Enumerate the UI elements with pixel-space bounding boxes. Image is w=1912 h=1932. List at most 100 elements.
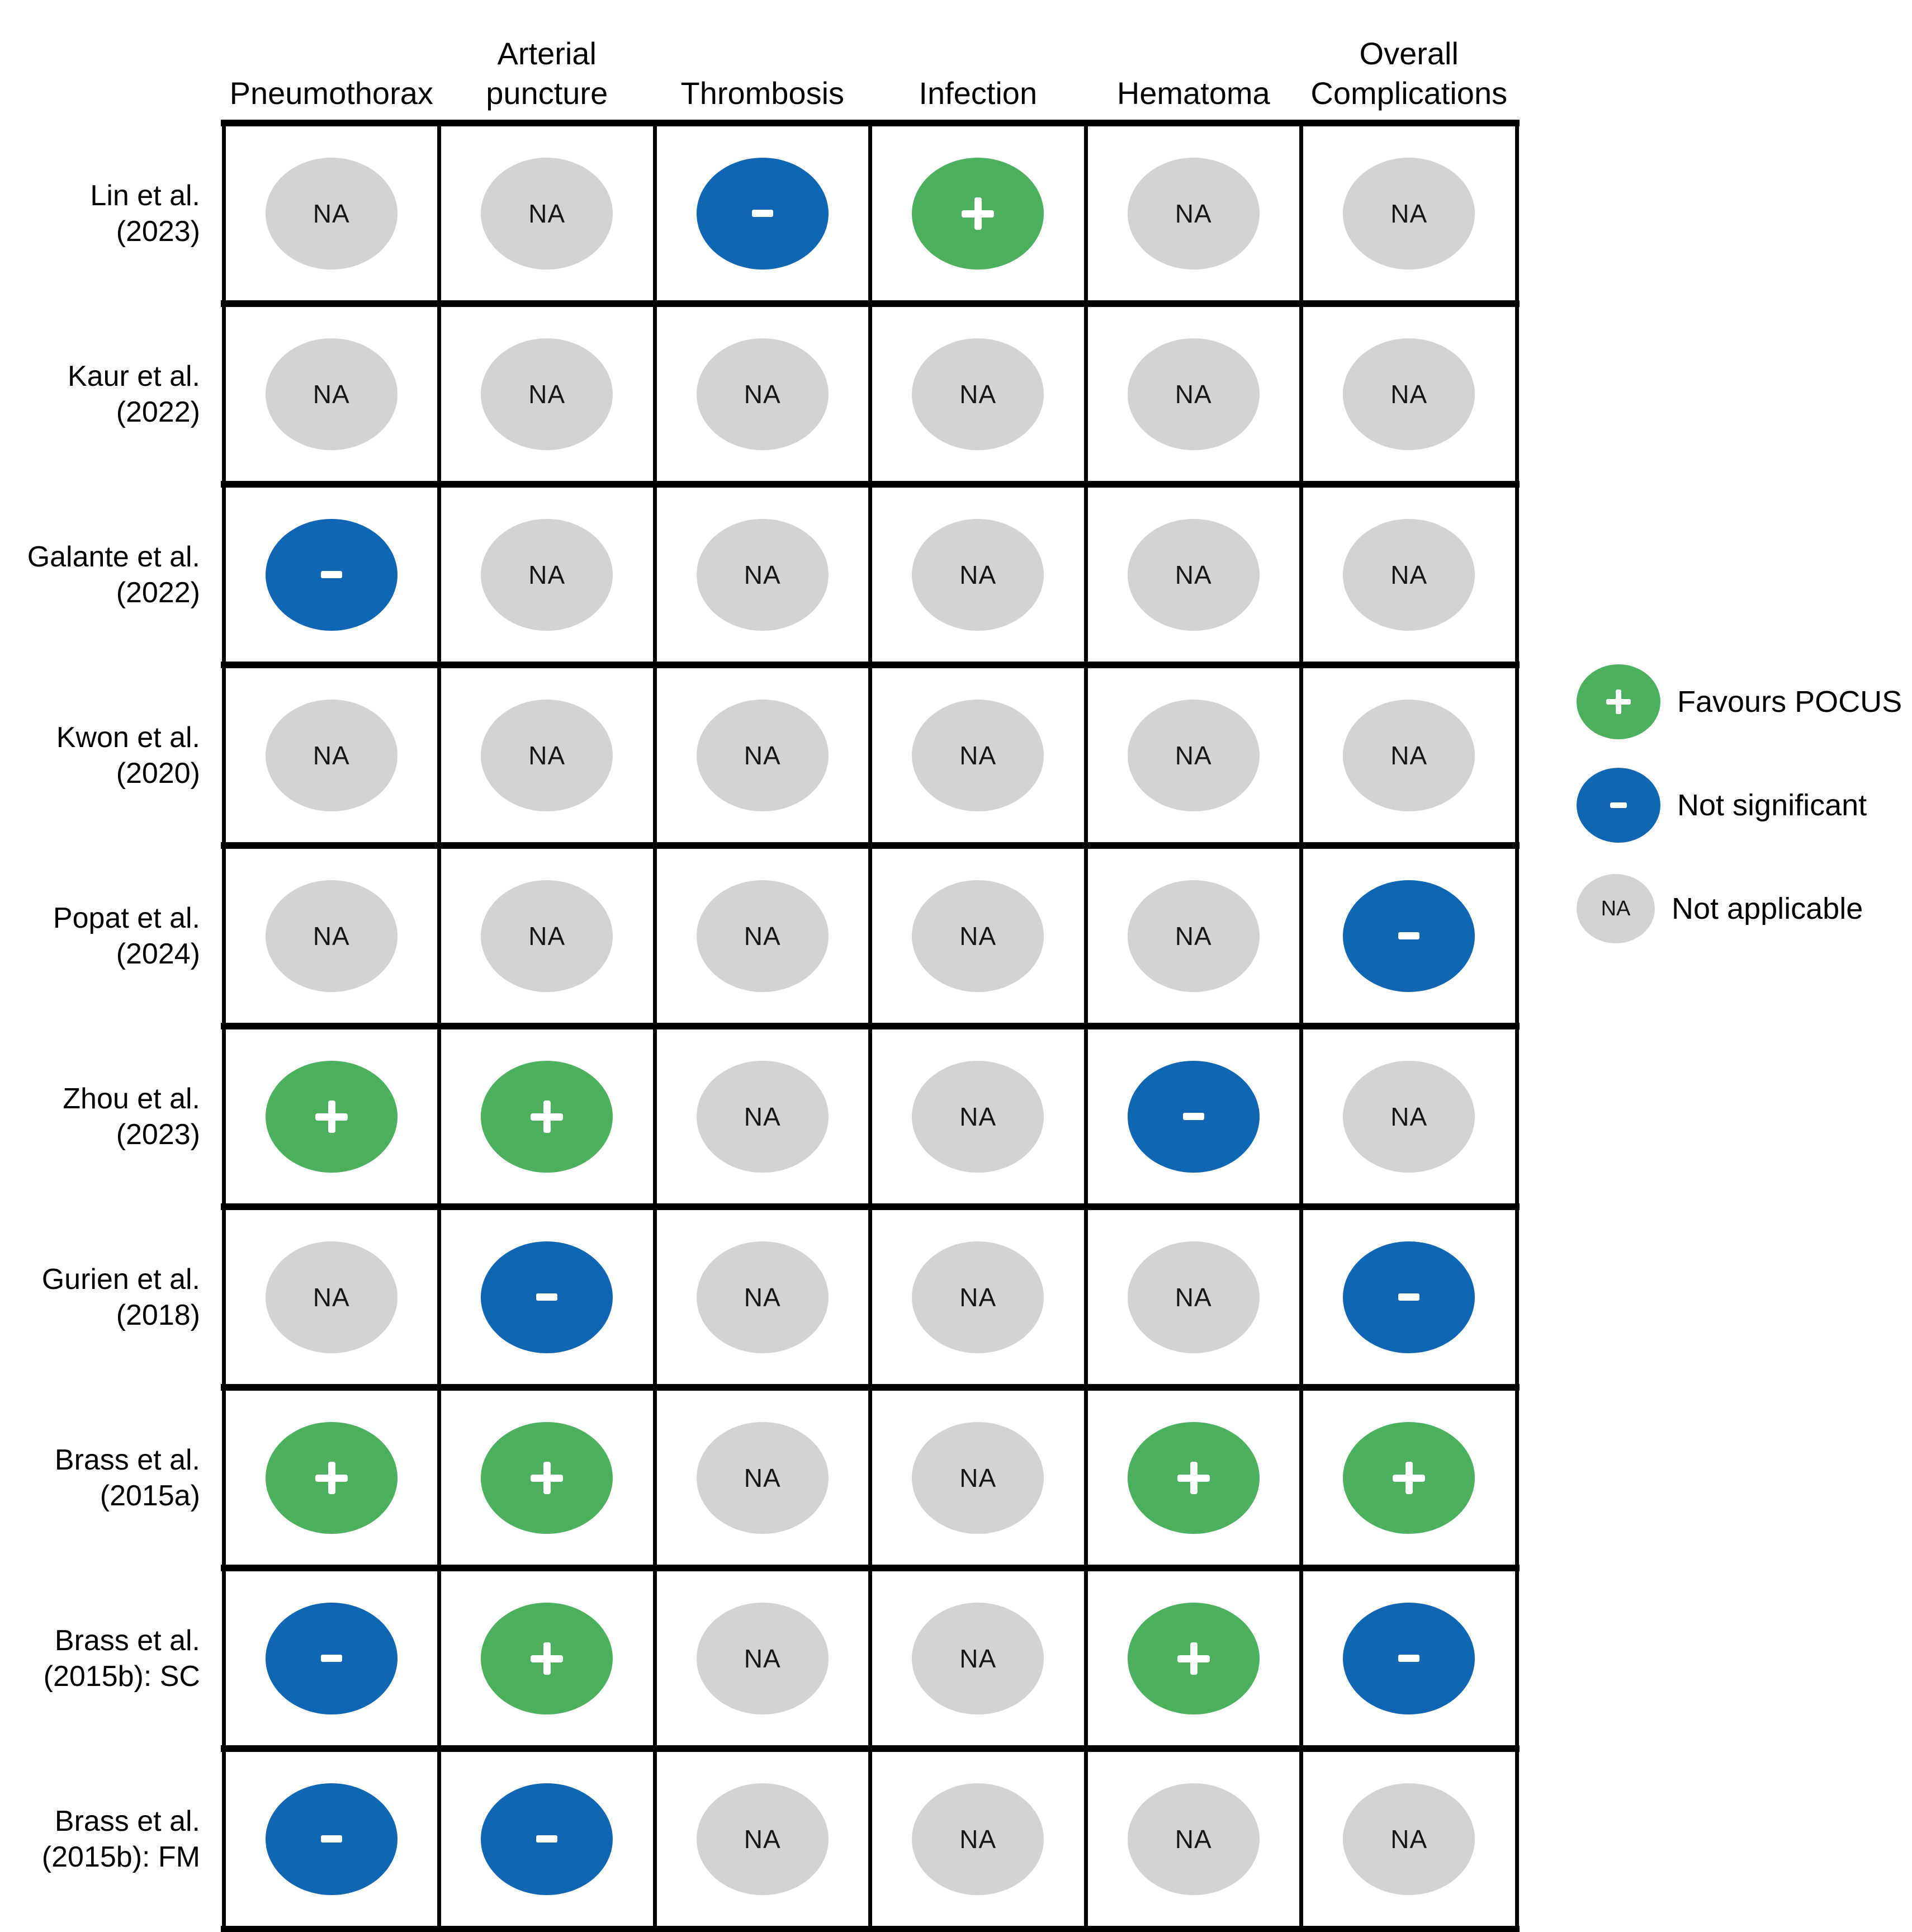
plus-icon [531, 1100, 564, 1133]
na-label: NA [959, 560, 997, 589]
row-label: Kaur et al.(2022) [0, 304, 200, 484]
row-label-line: (2015b): SC [43, 1660, 200, 1693]
row-label-line: Brass et al. [54, 1624, 200, 1657]
na-label: NA [959, 740, 997, 770]
matrix-cell-marker: NA [696, 1783, 829, 1895]
legend-label: Not significant [1677, 788, 1867, 822]
matrix-cell-marker: NA [1127, 699, 1260, 811]
row-label-line: (2015b): FM [41, 1840, 200, 1873]
minus-icon [1610, 802, 1627, 808]
matrix-cell-marker [1343, 1602, 1475, 1714]
na-label: NA [1175, 379, 1212, 409]
matrix-cell-marker: NA [696, 1421, 829, 1534]
plus-icon [315, 1100, 348, 1133]
column-header-line: Pneumothorax [229, 75, 433, 111]
na-label: NA [744, 1824, 781, 1854]
matrix-cell-marker: NA [1127, 518, 1260, 631]
minus-icon [536, 1293, 558, 1301]
matrix-cell-marker: NA [265, 1241, 397, 1353]
na-label: NA [1175, 1824, 1212, 1854]
matrix-cell-marker: NA [265, 880, 397, 992]
column-header-line: puncture [486, 75, 608, 111]
matrix-cell-marker [481, 1060, 613, 1173]
row-label-line: (2015a) [100, 1479, 200, 1512]
matrix-cell-marker: NA [481, 518, 613, 631]
row-label-line: Brass et al. [54, 1805, 200, 1837]
minus-icon [1182, 1113, 1204, 1120]
matrix-cell-marker: NA [1343, 1783, 1475, 1895]
na-label: NA [744, 1463, 781, 1492]
plus-icon [531, 1642, 564, 1675]
plus-icon [1393, 1461, 1426, 1494]
column-header-line: Infection [919, 75, 1038, 111]
na-label: NA [1390, 199, 1428, 228]
na-label: NA [744, 921, 781, 951]
na-label: NA [959, 1643, 997, 1673]
legend-swatch [1577, 664, 1660, 739]
matrix-cell-marker: NA [696, 880, 829, 992]
na-label: NA [1175, 560, 1212, 589]
na-label: NA [1390, 1824, 1428, 1854]
matrix-cell-marker [1343, 1241, 1475, 1353]
column-header-line: Complications [1310, 75, 1508, 111]
matrix-cell-marker: NA [912, 1602, 1044, 1714]
minus-icon [1398, 932, 1420, 939]
row-label-line: (2022) [116, 395, 200, 428]
matrix-cell-marker [265, 1060, 397, 1173]
minus-icon [320, 1835, 342, 1843]
row-label-line: Zhou et al. [63, 1082, 200, 1115]
matrix-cell-marker: NA [696, 1602, 829, 1714]
minus-icon [1398, 1293, 1420, 1301]
na-label: NA [959, 379, 997, 409]
matrix-cell-marker: NA [696, 699, 829, 811]
matrix-cell-marker: NA [912, 1783, 1044, 1895]
grid-line-vertical [437, 120, 441, 1932]
row-label-line: (2018) [116, 1298, 200, 1331]
column-header-line: Thrombosis [680, 75, 845, 111]
matrix-cell-marker: NA [481, 699, 613, 811]
row-label-line: Lin et al. [90, 179, 200, 212]
matrix-cell-marker [696, 157, 829, 270]
row-label: Gurien et al.(2018) [0, 1207, 200, 1387]
matrix-cell-marker: NA [481, 880, 613, 992]
matrix-cell-marker: NA [481, 338, 613, 450]
na-label: NA [1390, 1102, 1428, 1131]
plus-icon [1177, 1642, 1210, 1675]
na-label: NA [744, 740, 781, 770]
na-label: NA [1175, 740, 1212, 770]
legend-item: Not significant [1577, 768, 1867, 843]
minus-icon [536, 1835, 558, 1843]
matrix-cell-marker: NA [1127, 880, 1260, 992]
minus-icon [751, 210, 773, 217]
matrix-cell-marker: NA [912, 338, 1044, 450]
matrix-cell-marker: NA [912, 880, 1044, 992]
legend-item: Favours POCUS [1577, 664, 1902, 739]
na-label: NA [959, 921, 997, 951]
matrix-cell-marker [265, 518, 397, 631]
row-label-line: (2020) [116, 757, 200, 790]
matrix-cell-marker: NA [265, 157, 397, 270]
grid-line-vertical [221, 120, 226, 1932]
na-label: NA [1390, 740, 1428, 770]
plus-icon [315, 1461, 348, 1494]
matrix-cell-marker [481, 1421, 613, 1534]
column-header: Hematoma [1086, 0, 1302, 119]
row-label-line: Brass et al. [54, 1443, 200, 1476]
na-label: NA [744, 1102, 781, 1131]
matrix-cell-marker [265, 1783, 397, 1895]
matrix-cell-marker [1343, 880, 1475, 992]
na-label: NA [313, 740, 350, 770]
column-header: Thrombosis [655, 0, 870, 119]
legend-label: Not applicable [1672, 892, 1863, 925]
matrix-cell-marker: NA [1343, 1060, 1475, 1173]
plus-icon [1606, 689, 1631, 714]
na-label: NA [528, 379, 566, 409]
matrix-cell-marker [1127, 1060, 1260, 1173]
matrix-cell-marker: NA [1343, 699, 1475, 811]
row-label: Zhou et al.(2023) [0, 1026, 200, 1207]
column-header-line: Overall [1359, 36, 1459, 71]
na-label: NA [1175, 199, 1212, 228]
plus-icon [531, 1461, 564, 1494]
